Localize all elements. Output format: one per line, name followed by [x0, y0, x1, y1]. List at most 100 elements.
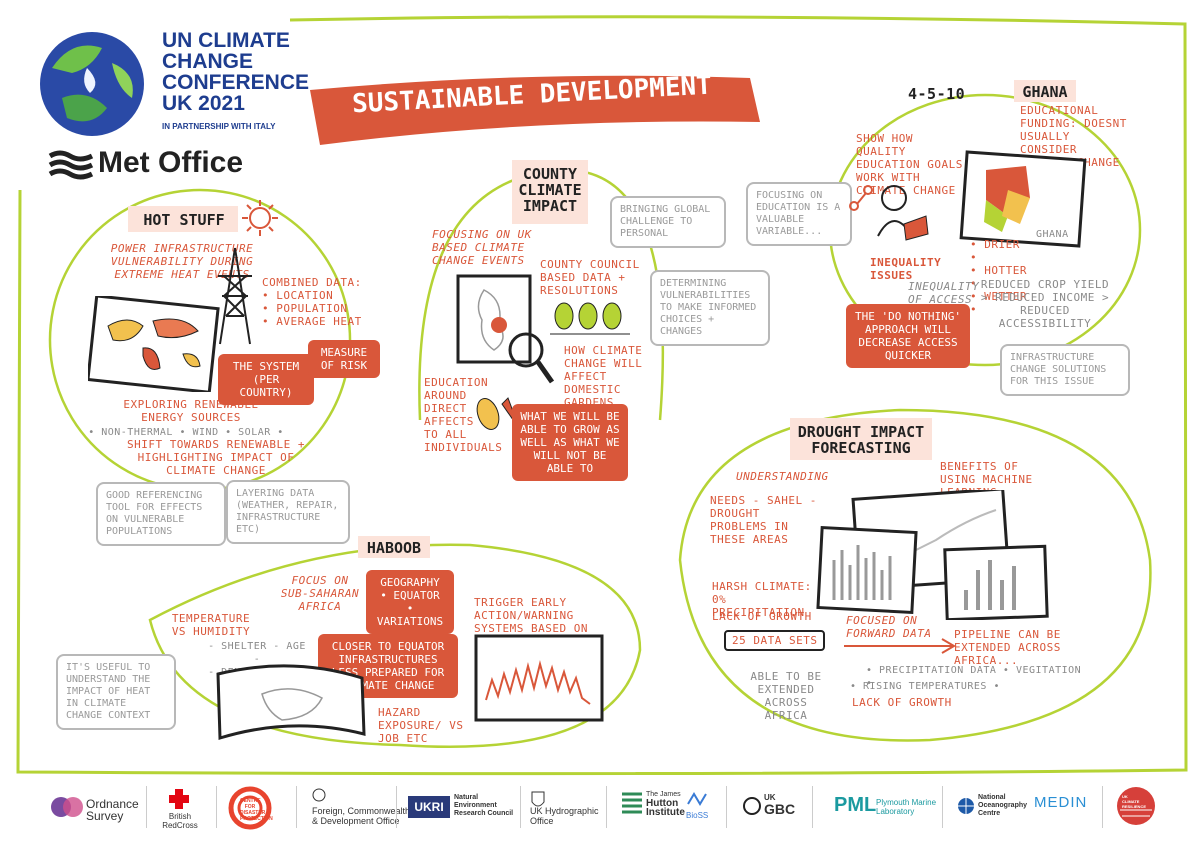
climate-resilience-logo-icon [1117, 787, 1155, 825]
infrastructure-box: Infrastructure change solutions for this… [1000, 344, 1130, 396]
hydrographic-crest-icon [531, 791, 545, 807]
pml-logo: PML [834, 794, 877, 816]
met-office-name: Met Office [98, 146, 244, 179]
focus-text: Focus on sub-saharan africa [280, 574, 360, 613]
noc-globe-icon [958, 798, 974, 814]
bioss-text: BioSS [686, 811, 709, 820]
footer-separator [812, 786, 813, 828]
james-hutton-logo-icon [622, 792, 642, 814]
met-office-logo-icon [48, 150, 94, 180]
bringing-global-box: Bringing global challenge to personal [610, 196, 726, 248]
conference-title: UN CLIMATE CHANGE CONFERENCE UK 2021 [162, 29, 310, 115]
datasets-box: 25 DATA SETS [724, 630, 826, 651]
footer-separator [606, 786, 607, 828]
footer-separator [1102, 786, 1103, 828]
fcdo-crest-icon [312, 788, 326, 802]
determining-box: Determining vulnerabilities to make info… [650, 270, 770, 346]
inequality-text: Inequality issues [870, 256, 942, 282]
pipeline-text: Pipeline can be extended across Africa..… [954, 628, 1061, 667]
disaster-protection-logo-icon [228, 786, 272, 830]
understanding-text: Understanding [736, 470, 829, 483]
temp-text: Temperature vs humidity [171, 612, 251, 638]
county-title-bg [512, 160, 588, 224]
globe-icon [40, 32, 144, 136]
bioss-logo-icon [687, 792, 707, 806]
ghana-title: GHANA [1022, 83, 1068, 101]
haboob-title: HABOOB [366, 539, 422, 557]
exploring-text: Exploring renewable energy sources [123, 398, 259, 424]
drier-text: • Drier • • Hotter • • Wetter • [970, 238, 1027, 316]
grow-box: What we will be able to grow as well as … [512, 404, 628, 481]
ukgbc-logo-icon [743, 797, 761, 815]
power-pylon-icon [218, 247, 252, 345]
haboob-title-bg [358, 536, 430, 558]
sources-text: • non-thermal • wind • solar • [88, 427, 284, 438]
footer-separator [146, 786, 147, 828]
reading-person-icon [849, 185, 929, 241]
drought-title-bg [790, 418, 932, 460]
footer-separator [216, 786, 217, 828]
useful-box: It's useful to understand the impact of … [56, 654, 176, 730]
hot-stuff-subtitle: Power infrastructure vulnerability durin… [110, 242, 254, 281]
footer-separator [726, 786, 727, 828]
fcdo-text: Foreign, Commonwealth& Development Offic… [312, 806, 411, 826]
focusing-uk-text: Focusing on UK based climate change even… [432, 228, 532, 267]
partnership-text: IN PARTNERSHIP WITH ITALY [162, 122, 276, 131]
focusing-edu-box: Focusing on education is a valuable vari… [746, 182, 852, 246]
footer-separator [296, 786, 297, 828]
title-banner [310, 75, 760, 145]
drought-title: DROUGHT IMPACT FORECASTING [797, 423, 925, 457]
closer-box: Closer to equator infrastructures less p… [318, 634, 458, 698]
focused-text: Focused on forward data [846, 614, 932, 640]
ghana-map-label: GHANA [1036, 229, 1069, 240]
shift-text: Shift towards renewable + highlighting i… [126, 438, 306, 477]
combined-data-text: Combined data: • location • population •… [262, 276, 362, 328]
education-text: Education around direct affects to all i… [424, 376, 503, 454]
system-box: THE SYSTEM (per country) [218, 354, 314, 405]
needs-text: Needs - Sahel - drought problems in thes… [710, 494, 817, 546]
sun-icon [242, 200, 278, 236]
africa-map-scroll [216, 664, 366, 741]
rising-text: • Rising temperatures • [850, 681, 1000, 692]
inequality-access-text: Inequality of access [908, 280, 980, 306]
hazard-text: Hazard exposure/ vs job etc [378, 706, 464, 745]
do-nothing-box: The 'do nothing' approach will decrease … [846, 304, 970, 368]
hot-stuff-title: HOT STUFF [143, 211, 225, 229]
ghana-numbers: 4-5-10 [908, 85, 966, 103]
ml-charts-panels [816, 490, 1049, 620]
lack-growth-2: Lack of growth [852, 696, 952, 709]
footer-separator [396, 786, 397, 828]
ordnance-survey-logo-icon [51, 797, 83, 817]
ghana-map-panel [959, 150, 1087, 248]
reduced-text: Reduced crop yield > reduced income > re… [980, 278, 1110, 330]
red-cross-icon [169, 789, 189, 809]
world-map-panel [88, 296, 220, 392]
lack-growth-1: Lack of growth [712, 610, 812, 623]
forward-arrow-icon [844, 638, 956, 654]
precip-text: • Precipitation data • vegitation • [866, 665, 1082, 689]
council-data-text: County council based data + resolutions [540, 258, 640, 297]
geography-box: Geography • Equator • Variations [366, 570, 454, 634]
layering-box: Layering data (weather, repair, infrastr… [226, 480, 350, 544]
uk-map-magnifier-icon [456, 274, 554, 384]
hot-stuff-title-bg [128, 206, 238, 232]
county-title: COUNTY CLIMATE IMPACT [518, 165, 582, 215]
footer-separator [520, 786, 521, 828]
ukri-logo: UKRI [408, 796, 450, 818]
able-text: Able to be extended across Africa [750, 670, 822, 722]
haboob-line-chart [474, 634, 604, 722]
footer-separator [942, 786, 943, 828]
ghana-title-bg [1014, 80, 1076, 102]
gardens-text: How climate change will affect domestic … [564, 344, 643, 409]
medin-logo: MEDIN [1034, 794, 1088, 811]
